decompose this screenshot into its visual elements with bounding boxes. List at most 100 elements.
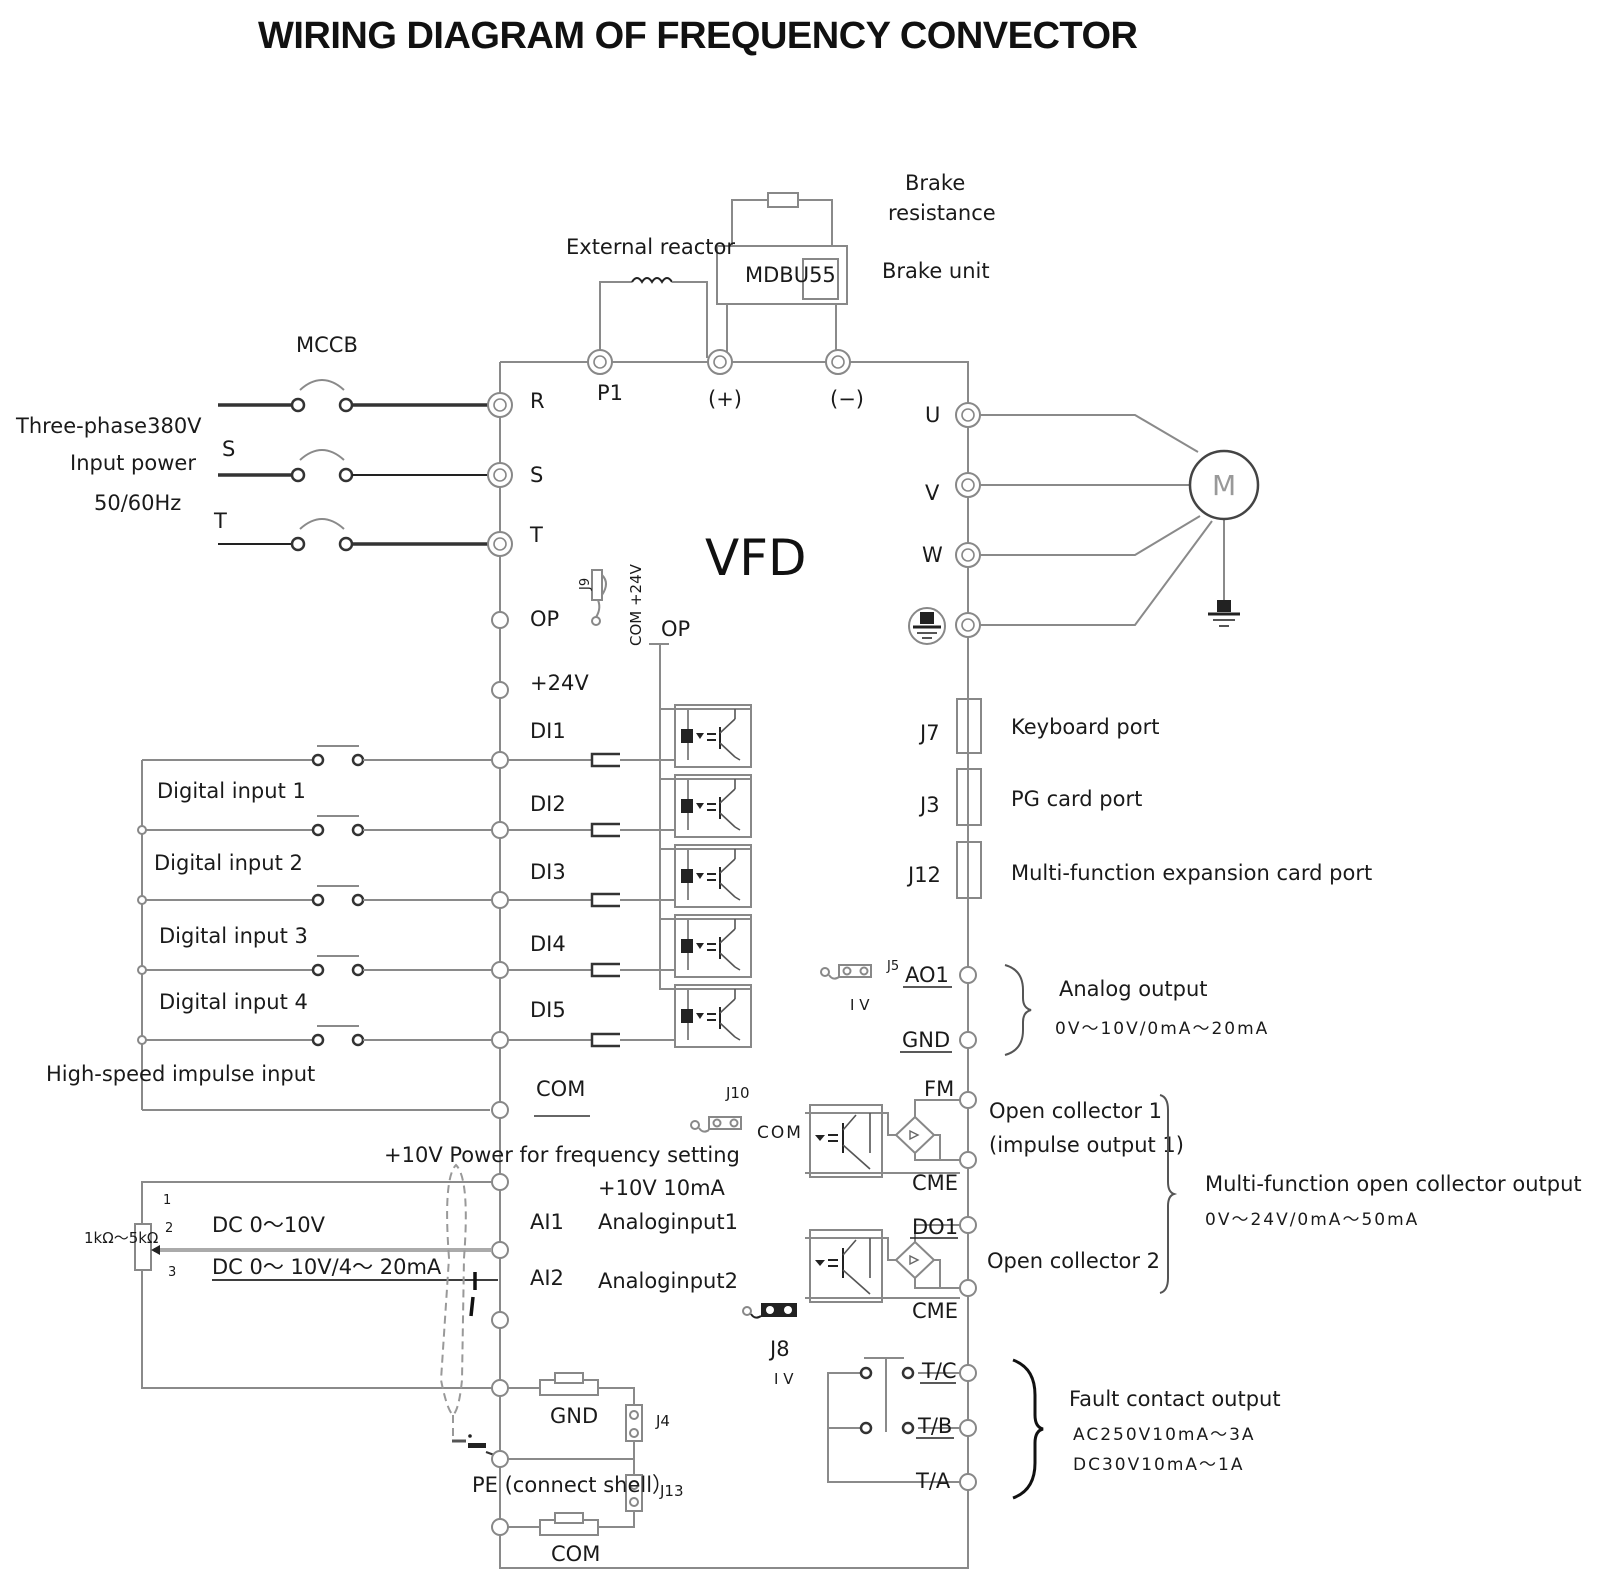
jumper-j9[interactable] [591,569,607,626]
port-j7-id: J7 [918,721,940,745]
terminal-tc-label: T/C [921,1359,957,1383]
open-collector-1-label: Open collector 1 [989,1099,1162,1123]
terminal-w-label: W [922,543,943,567]
brake-unit-model: MDBU55 [745,263,836,287]
earth-icon [908,607,946,645]
fault-contact-title: Fault contact output [1069,1387,1281,1411]
input-switch[interactable] [311,885,365,907]
phase-t-label: T [213,509,227,533]
terminal-plus24v[interactable] [491,681,509,699]
terminal-u-label: U [925,403,940,427]
terminal-pe[interactable] [491,1450,509,1468]
di1-label: DI1 [530,719,566,743]
jumper-j8-options: I V [774,1370,794,1388]
terminal-tc[interactable] [959,1364,977,1382]
brake-resistance-label-2: resistance [888,201,996,225]
terminal-fm[interactable] [959,1091,977,1109]
terminal-ai2-label: AI2 [530,1266,564,1290]
terminal-gnd[interactable] [491,1379,509,1397]
terminal-cme1[interactable] [959,1151,977,1169]
terminal-ta[interactable] [959,1473,977,1491]
jumper-j8[interactable] [742,1303,797,1319]
terminal-do1[interactable] [959,1216,977,1234]
terminal-di3[interactable] [491,891,509,909]
mccb-label: MCCB [296,333,358,357]
terminal-com-bottom[interactable] [491,1518,509,1536]
input-switch[interactable] [311,1025,365,1047]
di2-label: DI2 [530,792,566,816]
input-switch[interactable] [311,815,365,837]
port-j3[interactable] [956,768,982,826]
jumper-j4[interactable] [625,1404,643,1442]
terminal-gnd-ao[interactable] [959,1031,977,1049]
motor-symbol: M [1212,469,1236,502]
input-switch[interactable] [311,955,365,977]
jumper-j13[interactable] [625,1474,643,1512]
terminal-cme1-label: CME [912,1171,958,1195]
open-collector-circuit-2 [805,1224,960,1303]
input-switch[interactable] [311,745,365,767]
terminal-ai2[interactable] [491,1311,509,1329]
terminal-com[interactable] [491,1101,509,1119]
plus10v-spec: +10V 10mA [598,1176,726,1200]
motor-icon: M [1188,449,1260,521]
terminal-s[interactable] [487,462,513,488]
jumper-j10[interactable] [690,1116,742,1133]
terminal-cme2[interactable] [959,1279,977,1297]
terminal-p1[interactable] [587,349,613,375]
digital-input-3-label: Digital input 3 [159,924,308,948]
brake-resistor [731,192,833,246]
terminal-t[interactable] [487,531,513,557]
port-j12[interactable] [956,841,982,899]
terminal-plus24v-label: +24V [530,671,589,695]
ai2-desc: Analoginput2 [598,1269,738,1293]
terminal-pe-motor[interactable] [955,612,981,638]
dc-0-10v-20ma-label: DC 0～ 10V/4～ 20mA [212,1255,442,1279]
ai1-desc: Analoginput1 [598,1210,738,1234]
terminal-plus10v[interactable] [491,1173,509,1191]
port-j3-label: PG card port [1011,787,1142,811]
digital-input-1-label: Digital input 1 [157,779,306,803]
terminal-di4[interactable] [491,961,509,979]
terminal-r-label: R [530,389,545,413]
terminal-di1[interactable] [491,751,509,769]
terminal-cme2-label: CME [912,1299,958,1323]
terminal-di5[interactable] [491,1031,509,1049]
fault-contact-spec-ac: AC250V10mA～3A [1073,1425,1256,1445]
jumper-j8-label: J8 [768,1337,790,1361]
terminal-v[interactable] [955,472,981,498]
terminal-w[interactable] [955,542,981,568]
di3-label: DI3 [530,860,566,884]
power-input-line1: Three-phase380V [15,414,202,438]
digital-input-2-label: Digital input 2 [154,851,303,875]
terminal-di2[interactable] [491,821,509,839]
terminal-tb[interactable] [959,1419,977,1437]
port-j3-id: J3 [918,793,940,817]
op-inner-label: OP [661,617,690,641]
vfd-label: VFD [705,529,806,587]
jumper-j5[interactable] [820,964,872,980]
high-speed-impulse-label: High-speed impulse input [46,1062,315,1086]
terminal-op[interactable] [491,611,509,629]
terminal-minus[interactable] [825,349,851,375]
motor-wires [980,414,1225,626]
terminal-ai1[interactable] [491,1241,509,1259]
external-reactor-label: External reactor [566,235,735,259]
analog-output-spec: 0V～10V/0mA～20mA [1055,1019,1269,1039]
terminal-r[interactable] [487,392,513,418]
port-j12-label: Multi-function expansion card port [1011,861,1372,885]
port-j7[interactable] [956,698,982,754]
jumper-j13-label: J13 [659,1482,684,1500]
digital-input-row [137,774,752,839]
digital-input-row [142,704,752,769]
terminal-plus[interactable] [707,349,733,375]
terminal-t-label: T [529,523,543,547]
terminal-ao1[interactable] [959,966,977,984]
digital-input-row [137,844,752,909]
jumper-j5-label: J5 [886,959,899,974]
pot-range-label: 1kΩ～5kΩ [84,1229,158,1247]
terminal-u[interactable] [955,402,981,428]
terminal-p1-label: P1 [597,381,623,405]
mccb-breaker [218,379,490,552]
